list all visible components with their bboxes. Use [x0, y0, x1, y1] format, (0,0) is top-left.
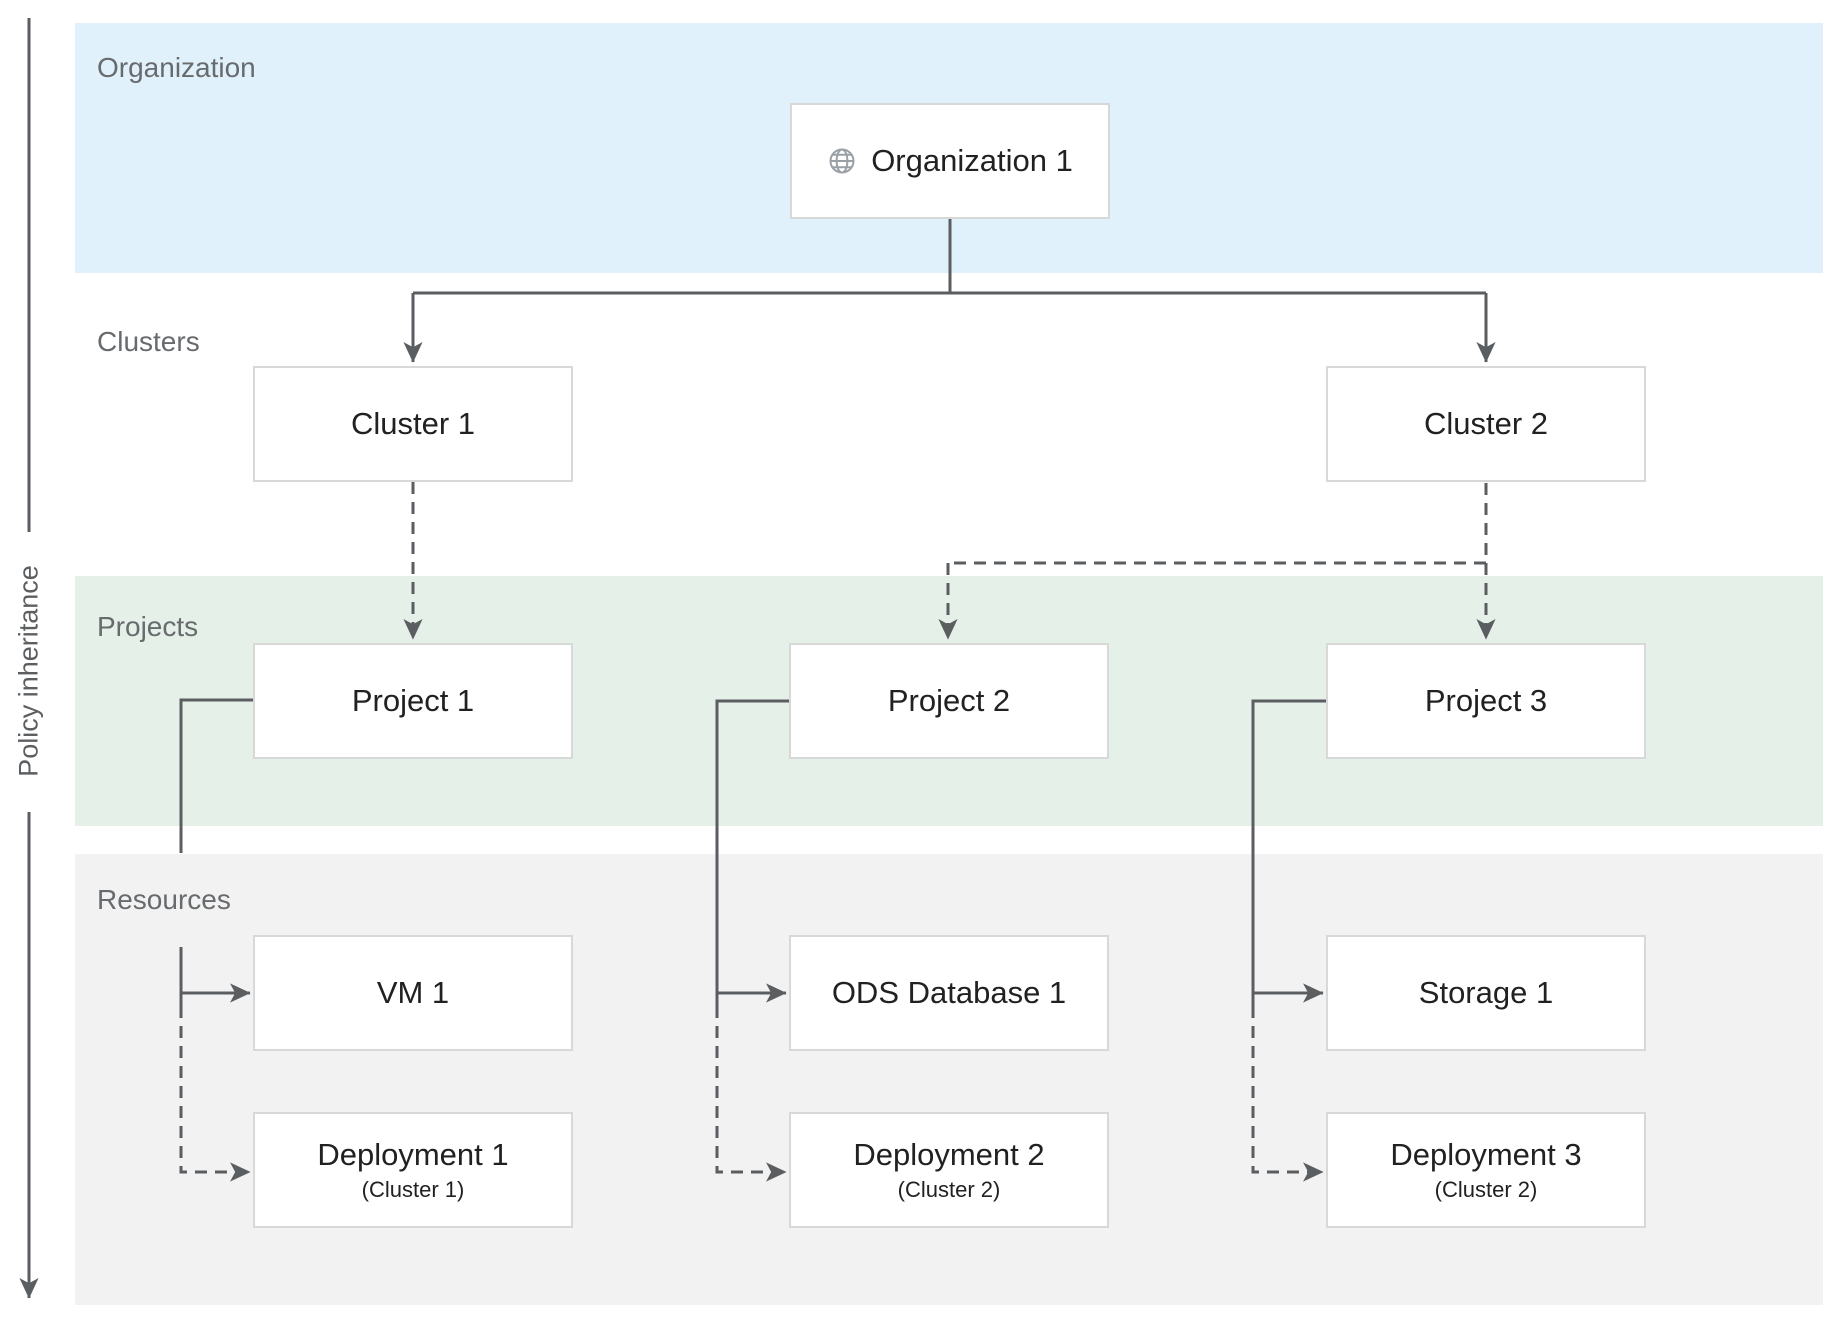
- node-label: Project 3: [1424, 683, 1548, 718]
- node-label: Deployment 1: [317, 1137, 509, 1172]
- node-project-1: Project 1: [253, 643, 573, 759]
- node-project-2: Project 2: [789, 643, 1109, 759]
- node-deployment-3: Deployment 3 (Cluster 2): [1326, 1112, 1646, 1228]
- node-label: Project 1: [351, 683, 475, 718]
- edge-project2-elbow: [715, 699, 789, 1006]
- globe-icon: [827, 146, 857, 176]
- node-label: VM 1: [376, 975, 450, 1010]
- node-label: Project 2: [887, 683, 1011, 718]
- node-cluster-1: Cluster 1: [253, 366, 573, 482]
- resources-band-label: Resources: [97, 884, 231, 915]
- node-ods-database-1: ODS Database 1: [789, 935, 1109, 1051]
- node-sublabel: (Cluster 1): [361, 1177, 465, 1202]
- node-label: Storage 1: [1418, 975, 1554, 1010]
- policy-inheritance-axis-label: Policy inheritance: [13, 565, 44, 777]
- projects-band-label: Projects: [97, 611, 199, 642]
- node-sublabel: (Cluster 2): [897, 1177, 1001, 1202]
- edge-project2-to-deployment2: [715, 1006, 787, 1182]
- edge-project3-elbow: [1251, 699, 1326, 1006]
- node-label: Cluster 2: [1423, 406, 1549, 441]
- node-deployment-1: Deployment 1 (Cluster 1): [253, 1112, 573, 1228]
- node-label: Deployment 2: [853, 1137, 1045, 1172]
- node-sublabel: (Cluster 2): [1434, 1177, 1538, 1202]
- node-organization-1: Organization 1: [790, 103, 1110, 219]
- edge-project3-to-deployment3: [1251, 1006, 1324, 1182]
- edge-project1-elbow: [179, 698, 253, 853]
- node-label: Deployment 3: [1390, 1137, 1582, 1172]
- node-project-3: Project 3: [1326, 643, 1646, 759]
- node-label: Cluster 1: [350, 406, 476, 441]
- clusters-band-label: Clusters: [97, 326, 200, 357]
- node-deployment-2: Deployment 2 (Cluster 2): [789, 1112, 1109, 1228]
- node-label: ODS Database 1: [831, 975, 1067, 1010]
- node-cluster-2: Cluster 2: [1326, 366, 1646, 482]
- edge-project1-to-deployment1: [179, 1006, 251, 1182]
- node-label: Organization 1: [871, 143, 1073, 178]
- node-vm-1: VM 1: [253, 935, 573, 1051]
- resources-band: [75, 854, 1823, 1305]
- node-storage-1: Storage 1: [1326, 935, 1646, 1051]
- organization-band-label: Organization: [97, 52, 256, 83]
